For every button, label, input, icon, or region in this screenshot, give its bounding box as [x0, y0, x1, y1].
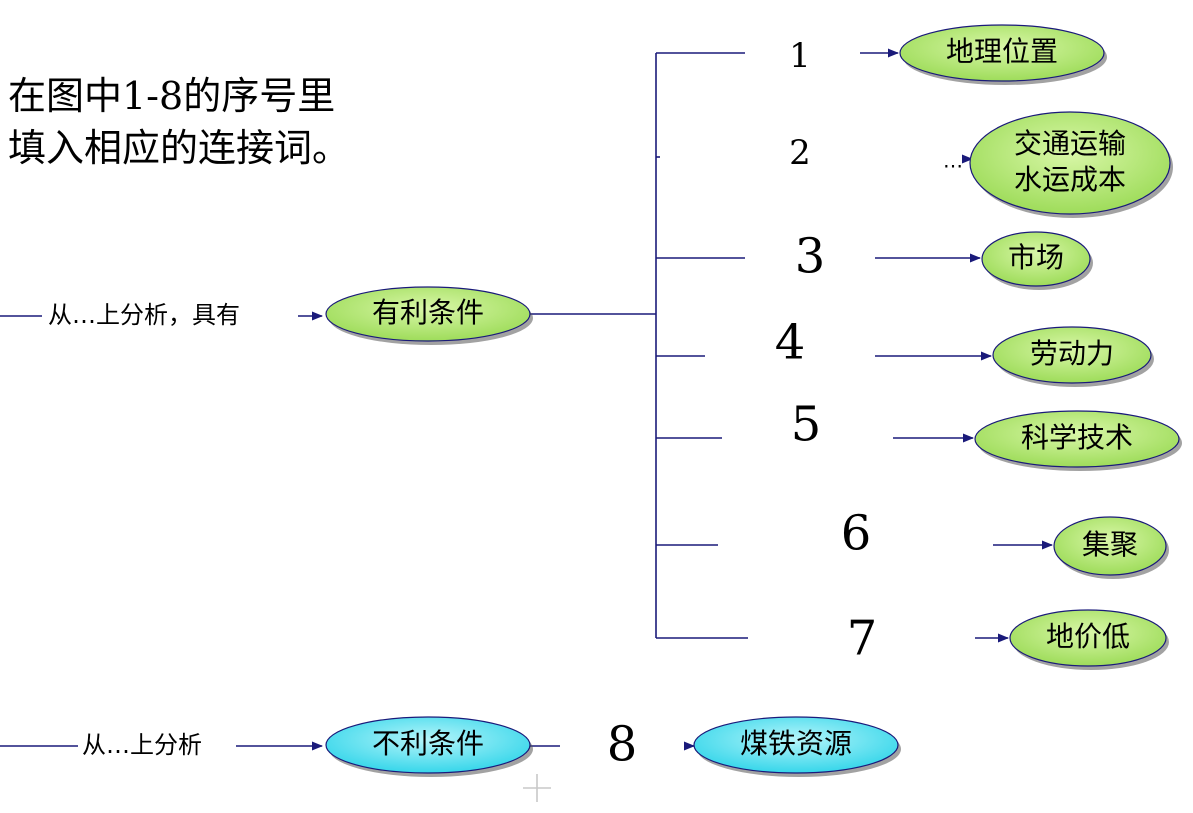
factor-node-6	[1053, 516, 1167, 576]
factor-label-2-line-1: 交通运输	[1014, 127, 1126, 160]
factor-label-4: 劳动力	[1030, 337, 1114, 370]
branch-number-3: 3	[795, 229, 826, 285]
connector-lines	[0, 48, 1054, 802]
coal-iron-label: 煤铁资源	[740, 727, 852, 760]
instruction-text: 在图中1-8的序号里 填入相应的连接词。	[8, 70, 350, 174]
branch-number-4: 4	[775, 315, 806, 371]
branch-number-5: 5	[791, 397, 822, 453]
factor-node-2	[969, 111, 1171, 215]
factor-node-1	[899, 24, 1105, 82]
factor-label-5: 科学技术	[1021, 421, 1133, 454]
coal-iron-node	[693, 716, 899, 774]
instruction-line-1: 在图中1-8的序号里	[8, 74, 336, 118]
factor-label-2-line-2: 水运成本	[1014, 163, 1126, 196]
branch-connector-mark-2: …	[943, 149, 963, 173]
branch-number-1: 1	[789, 36, 811, 76]
factor-node-3	[981, 231, 1091, 287]
factor-node-4	[992, 326, 1152, 384]
branch-number-2: 2	[789, 133, 811, 173]
factor-label-1: 地理位置	[946, 35, 1058, 68]
unfavorable-node-label: 不利条件	[372, 727, 484, 760]
favorable-node	[325, 286, 531, 342]
branch-number-6: 6	[841, 506, 872, 562]
factor-node-5	[974, 410, 1180, 468]
instruction-line-2: 填入相应的连接词。	[8, 126, 351, 170]
factor-label-3: 市场	[1008, 241, 1064, 274]
factor-label-7: 地价低	[1046, 620, 1130, 653]
branch-number-7: 7	[847, 611, 878, 667]
lead-text-favorable: 从…上分析，具有	[48, 301, 240, 329]
unfavorable-number: 8	[607, 717, 638, 773]
factor-label-6: 集聚	[1082, 528, 1138, 561]
favorable-node-label: 有利条件	[372, 296, 484, 329]
diagram-nodes	[325, 24, 1182, 777]
unfavorable-node	[325, 716, 531, 774]
factor-node-7	[1009, 609, 1167, 667]
lead-text-unfavorable: 从…上分析	[82, 731, 202, 759]
